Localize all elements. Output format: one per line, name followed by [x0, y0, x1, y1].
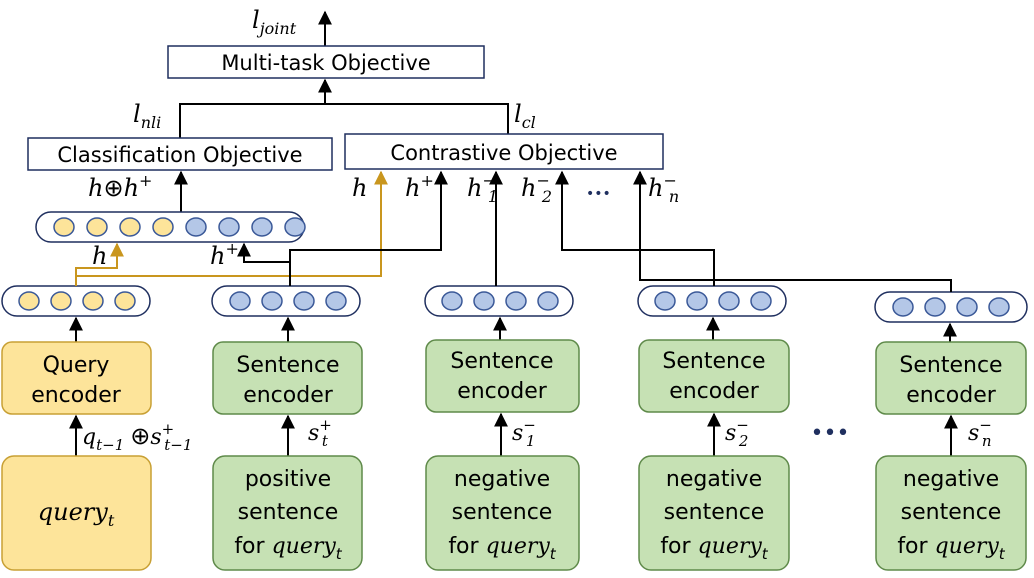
negativen-encoder-box: [875, 341, 1027, 415]
query-vector: [1, 285, 151, 317]
negative2-input-box: [638, 455, 790, 571]
query-encoder-label-2: encoder: [31, 383, 122, 408]
concat-cell-q3: [119, 217, 141, 237]
concat-cell-s1: [185, 217, 207, 237]
query-encoder-label-1: Query: [43, 353, 110, 378]
encoder-ellipsis: •••: [811, 421, 850, 446]
negative1-input-box: [425, 455, 580, 571]
positive-input-line-2: sentence: [238, 500, 339, 525]
neg2-h-label: h−2: [521, 171, 552, 206]
positive-vector: [211, 285, 361, 317]
query-input-text: queryt: [38, 498, 115, 530]
query-input-box: [1, 455, 152, 571]
negative1-encoder-label-1: Sentence: [450, 349, 553, 374]
concat-cell-q2: [86, 217, 108, 237]
negative1-input-label: s−1: [512, 416, 536, 450]
joint-loss-label: ljoint: [252, 6, 297, 38]
negative2-encoder-box: [638, 339, 790, 413]
negn-h-label: h−n: [648, 171, 679, 206]
query-to-contrastive-line: [75, 170, 388, 277]
negative1-encoder-label-2: encoder: [457, 379, 548, 404]
contrastive-h-label: h: [352, 174, 367, 202]
vector-ellipsis: •••: [586, 186, 611, 202]
concat-cell-s3: [251, 217, 273, 237]
objective-join-line: [179, 103, 509, 140]
negative2-input-line-3: for queryt: [660, 534, 768, 563]
concat-cell-s2: [218, 217, 240, 237]
positive-encoder-label-2: encoder: [243, 383, 334, 408]
query-input-label: qt−1⊕s+t−1: [82, 420, 192, 454]
multitask-objective-label: Multi-task Objective: [221, 51, 430, 75]
classification-objective-box: [27, 137, 333, 171]
negative2-input-line-1: negative: [666, 467, 762, 492]
negative1-encoder-box: [425, 339, 580, 413]
positive-input-line-1: positive: [245, 467, 331, 492]
multitask-objective-box: [167, 45, 485, 79]
negativen-encoder-label-1: Sentence: [899, 353, 1002, 378]
left-h-label: h: [92, 242, 107, 270]
positive-encoder-box: [212, 341, 363, 415]
concat-label: h⊕h+: [88, 171, 152, 202]
query-encoder-box: [1, 341, 152, 415]
positive-encoder-label-1: Sentence: [236, 353, 339, 378]
positive-to-contrastive-line: [289, 170, 448, 262]
concat-cells: [53, 217, 306, 237]
negativen-input-box: [875, 455, 1027, 571]
negativen-input-line-3: for queryt: [897, 534, 1005, 563]
positive-input-label: s+t: [308, 416, 332, 450]
negative1-input-line-3: for queryt: [448, 534, 556, 563]
negative2-encoder-label-2: encoder: [669, 379, 760, 404]
neg1-h-label: h−1: [467, 171, 498, 206]
nli-loss-label: lnli: [133, 100, 161, 132]
negativen-to-contrastive-line: [633, 170, 952, 292]
contrastive-objective-label: Contrastive Objective: [390, 141, 617, 165]
concat-cell-q4: [152, 217, 174, 237]
concat-cell-q1: [53, 217, 75, 237]
positive-input-box: [212, 455, 363, 571]
negativen-input-line-1: negative: [903, 467, 999, 492]
negative2-to-contrastive-line: [555, 170, 715, 286]
left-hplus-label: h+: [210, 239, 239, 270]
negative2-encoder-label-1: Sentence: [662, 349, 765, 374]
negative2-input-line-2: sentence: [664, 500, 765, 525]
negative2-input-label: s−2: [725, 416, 749, 450]
negative1-vector: [424, 285, 574, 317]
positive-to-concat-line: [237, 242, 291, 286]
concat-cell-s4: [284, 217, 306, 237]
contrastive-hplus-label: h+: [405, 171, 434, 202]
negativen-vector: [874, 291, 1028, 323]
negativen-encoder-label-2: encoder: [906, 383, 997, 408]
negativen-input-line-2: sentence: [901, 500, 1002, 525]
negative1-input-line-2: sentence: [452, 500, 553, 525]
negative2-vector: [637, 285, 787, 317]
cl-loss-label: lcl: [514, 100, 536, 132]
contrastive-objective-box: [344, 133, 664, 170]
classification-objective-label: Classification Objective: [57, 143, 302, 167]
positive-input-line-3: for queryt: [234, 534, 342, 563]
negative1-input-line-1: negative: [454, 467, 550, 492]
negativen-input-label: s−n: [968, 416, 992, 450]
